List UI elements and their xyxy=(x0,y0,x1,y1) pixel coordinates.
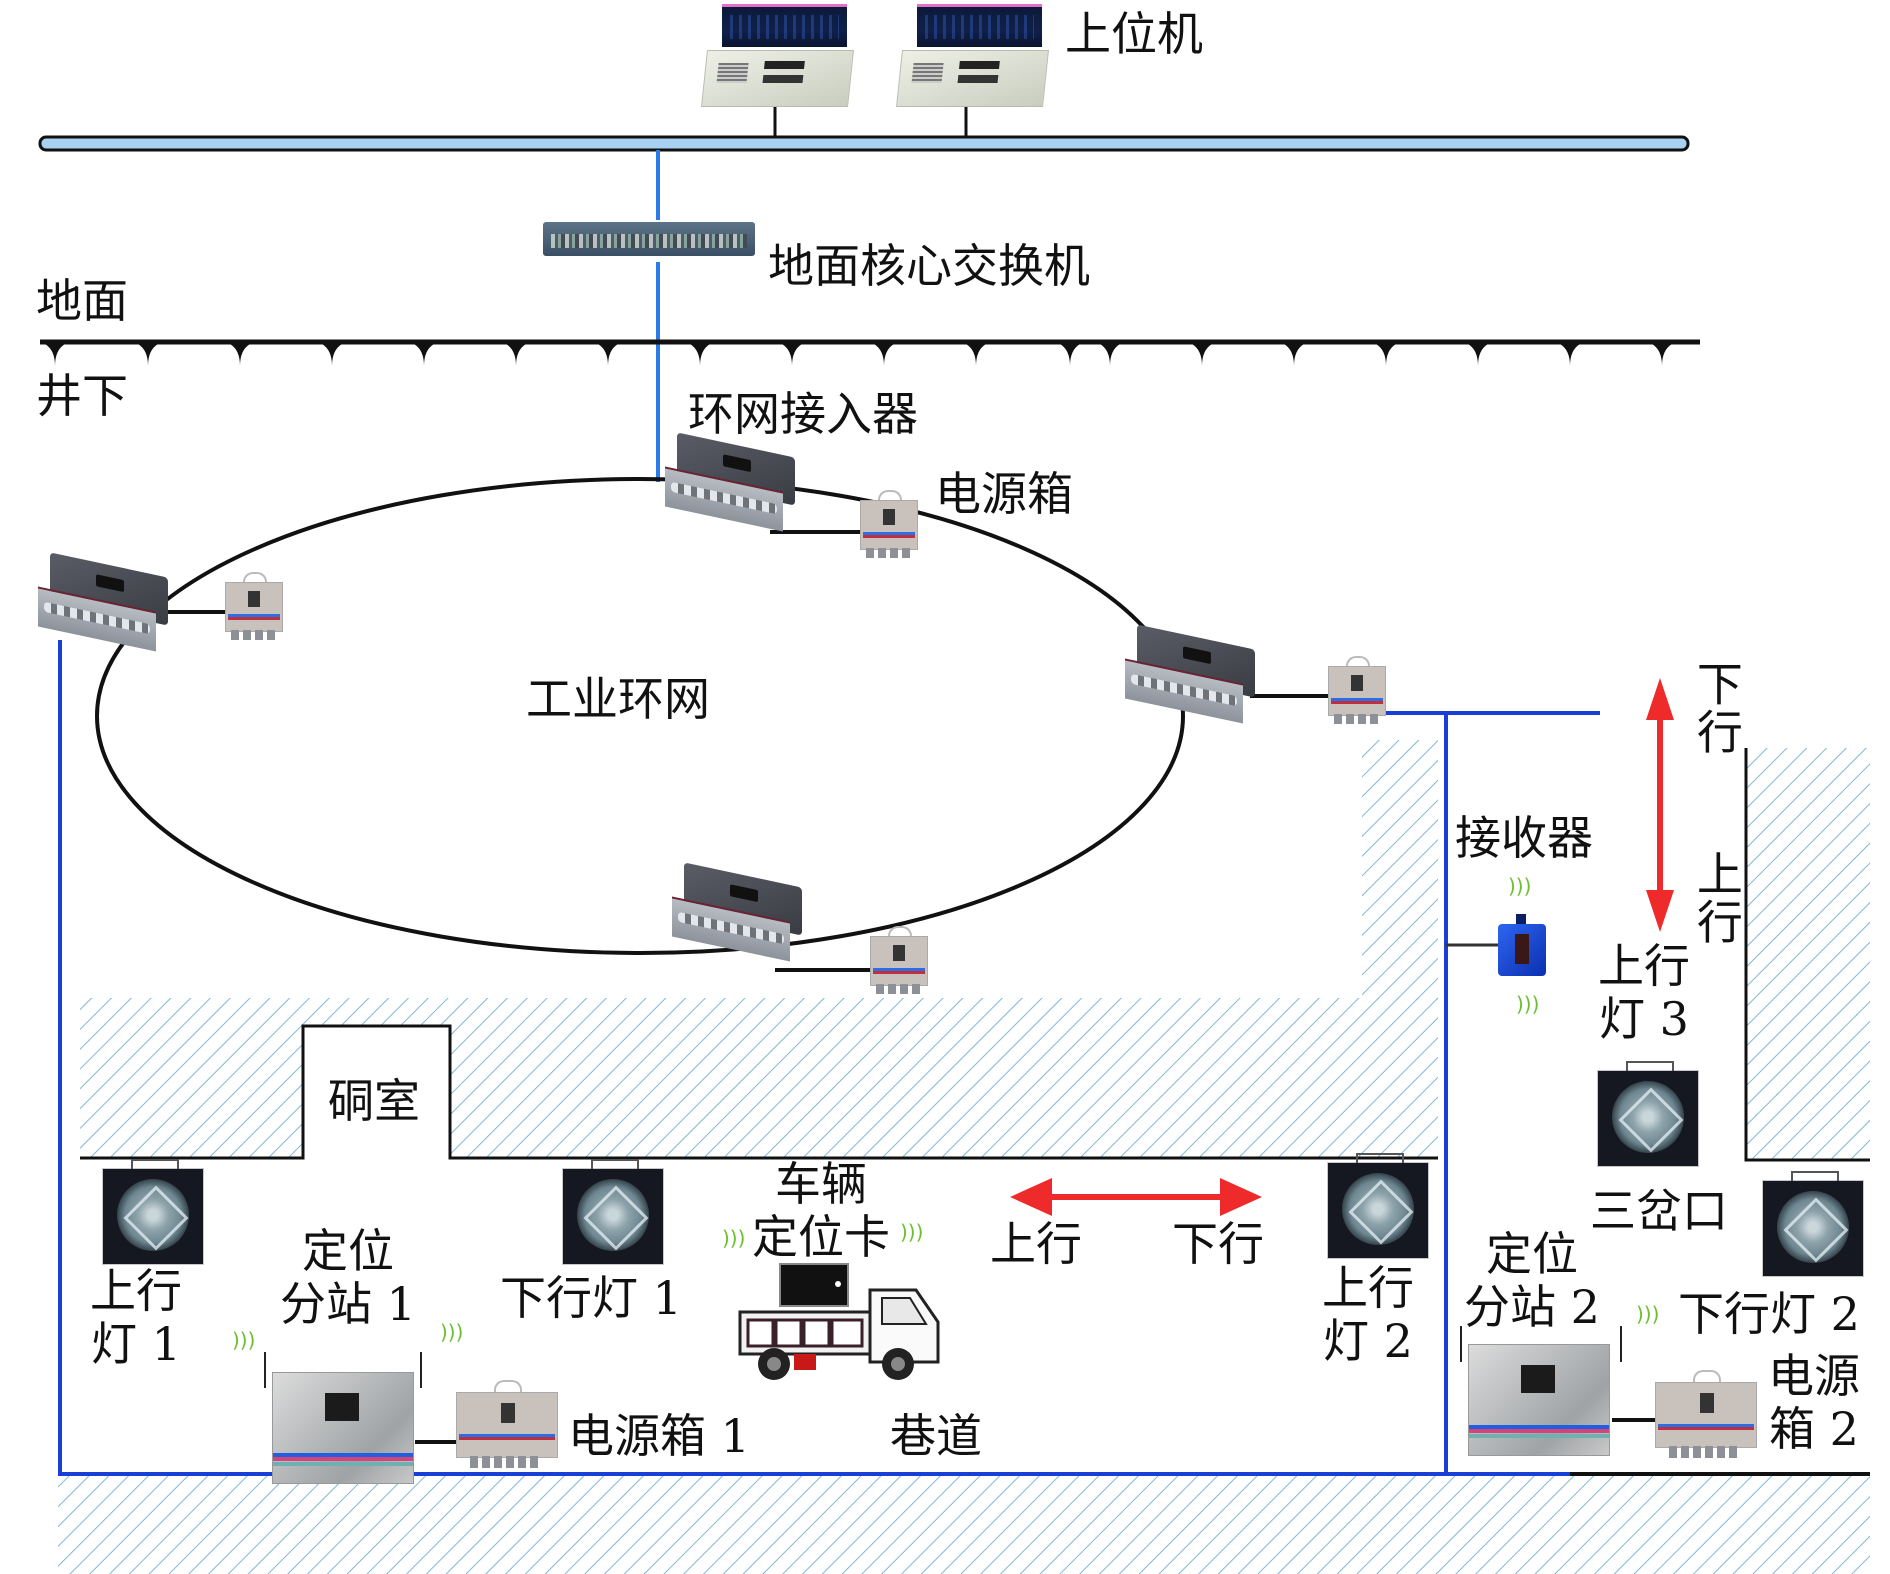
roadway-ceiling xyxy=(80,1024,1438,1160)
signal-light-down-1[interactable] xyxy=(562,1159,664,1265)
branch-wall-right xyxy=(1744,748,1870,1162)
server-computer-icon xyxy=(701,50,854,107)
power-box-icon[interactable] xyxy=(860,490,918,560)
ring-access-device-bottom[interactable] xyxy=(672,862,812,962)
power-box-icon[interactable] xyxy=(225,572,283,642)
rock-hatch-top-left xyxy=(80,998,303,1158)
ground-tick xyxy=(1100,344,1120,366)
ground-tick xyxy=(598,344,618,366)
chamber-interior xyxy=(305,1028,448,1158)
ground-tick xyxy=(782,344,802,366)
rock-hatch-top-mid xyxy=(450,998,1438,1158)
ground-tick xyxy=(138,344,158,366)
antenna-icon xyxy=(264,1352,266,1388)
signal-light-up-3[interactable] xyxy=(1597,1061,1699,1167)
signal-light-down-2[interactable] xyxy=(1762,1171,1864,1277)
ground-tick xyxy=(414,344,434,366)
ground-ticks xyxy=(45,344,1672,366)
power-box-1-label: 电源箱 1 xyxy=(568,1409,750,1463)
power-box-icon[interactable] xyxy=(870,926,928,996)
direction-down-vertical-label: 下行 xyxy=(1689,660,1744,756)
wireless-signal-icon: ))) xyxy=(722,1226,746,1250)
ring-access-device-left[interactable] xyxy=(38,552,178,652)
power-box-1[interactable] xyxy=(456,1380,558,1470)
upper-computer-label: 上位机 xyxy=(1065,7,1203,61)
wireless-signal-icon: ))) xyxy=(1516,992,1540,1016)
ground-tick xyxy=(1376,344,1396,366)
signal-light-up-2[interactable] xyxy=(1327,1153,1429,1259)
underground-label: 井下 xyxy=(36,369,128,423)
ground-tick xyxy=(322,344,342,366)
monitor-icon xyxy=(917,4,1042,47)
ring-power-box-label: 电源箱 xyxy=(935,467,1073,521)
signal-light-down-2-label: 下行灯 2 xyxy=(1678,1287,1860,1341)
ground-tick xyxy=(1192,344,1212,366)
wireless-signal-icon: ))) xyxy=(1508,874,1532,898)
antenna-icon xyxy=(1460,1326,1462,1362)
direction-up-label: 上行 xyxy=(990,1217,1082,1271)
wireless-signal-icon: ))) xyxy=(232,1328,256,1352)
positioning-substation-2-label: 定位 分站 2 xyxy=(1464,1227,1600,1334)
ground-tick xyxy=(1560,344,1580,366)
positioning-substation-1[interactable] xyxy=(272,1372,414,1484)
core-switch-icon[interactable] xyxy=(543,222,755,256)
direction-arrow-horizontal xyxy=(1010,1178,1262,1216)
surface-label: 地面 xyxy=(36,274,128,328)
signal-light-up-1[interactable] xyxy=(102,1159,204,1265)
ring-access-label: 环网接入器 xyxy=(688,387,918,441)
ground-tick xyxy=(1060,344,1080,366)
core-switch-label: 地面核心交换机 xyxy=(768,239,1090,293)
signal-light-down-1-label: 下行灯 1 xyxy=(500,1271,682,1325)
antenna-icon xyxy=(420,1352,422,1388)
wireless-signal-icon: ))) xyxy=(900,1220,924,1244)
receiver-icon[interactable] xyxy=(1498,914,1546,976)
junction-label: 三岔口 xyxy=(1590,1184,1728,1238)
power-box-2[interactable] xyxy=(1655,1370,1757,1460)
monitor-icon xyxy=(722,4,847,47)
rock-hatch-vertical xyxy=(1362,740,1438,1000)
direction-arrow-vertical xyxy=(1646,678,1674,932)
rock-hatch-bottom xyxy=(58,1476,1870,1574)
industrial-ring-label: 工业环网 xyxy=(526,672,710,726)
direction-up-vertical-label: 上行 xyxy=(1689,850,1744,946)
rock-hatch-chamber-top xyxy=(303,998,450,1026)
rock-hatch-right xyxy=(1746,748,1870,1160)
receiver-label: 接收器 xyxy=(1455,811,1593,865)
signal-light-up-1-label: 上行 灯 1 xyxy=(90,1264,182,1371)
power-box-2-label: 电源 箱 2 xyxy=(1768,1349,1860,1456)
tunnel-label: 巷道 xyxy=(890,1409,982,1463)
positioning-substation-2[interactable] xyxy=(1468,1344,1610,1456)
mine-truck-icon[interactable] xyxy=(738,1262,948,1382)
server-computer-icon xyxy=(896,50,1049,107)
ground-tick xyxy=(506,344,526,366)
direction-down-label: 下行 xyxy=(1172,1217,1264,1271)
ground-tick xyxy=(230,344,250,366)
wireless-signal-icon: ))) xyxy=(440,1320,464,1344)
positioning-substation-1-label: 定位 分站 1 xyxy=(280,1224,416,1331)
upper-computer-2[interactable] xyxy=(895,0,1049,115)
power-box-icon[interactable] xyxy=(1328,656,1386,726)
ground-tick xyxy=(966,344,986,366)
chamber-label: 硐室 xyxy=(328,1074,420,1128)
upper-computer-1[interactable] xyxy=(700,0,854,115)
ground-tick xyxy=(45,344,65,366)
signal-light-up-3-label: 上行 灯 3 xyxy=(1598,939,1690,1046)
ring-access-device-top[interactable] xyxy=(665,432,805,532)
wireless-signal-icon: ))) xyxy=(1636,1302,1660,1326)
signal-light-up-2-label: 上行 灯 2 xyxy=(1322,1261,1414,1368)
ground-tick xyxy=(1284,344,1304,366)
ground-tick xyxy=(1468,344,1488,366)
ring-access-device-right[interactable] xyxy=(1125,624,1265,724)
ground-tick xyxy=(874,344,894,366)
ethernet-bus xyxy=(38,135,1690,152)
antenna-icon xyxy=(1620,1326,1622,1362)
ground-tick xyxy=(690,344,710,366)
industrial-ring xyxy=(95,477,1185,955)
vehicle-card-label: 车辆 定位卡 xyxy=(752,1157,890,1264)
fiber-left xyxy=(58,640,1446,1476)
ground-tick xyxy=(1652,344,1672,366)
